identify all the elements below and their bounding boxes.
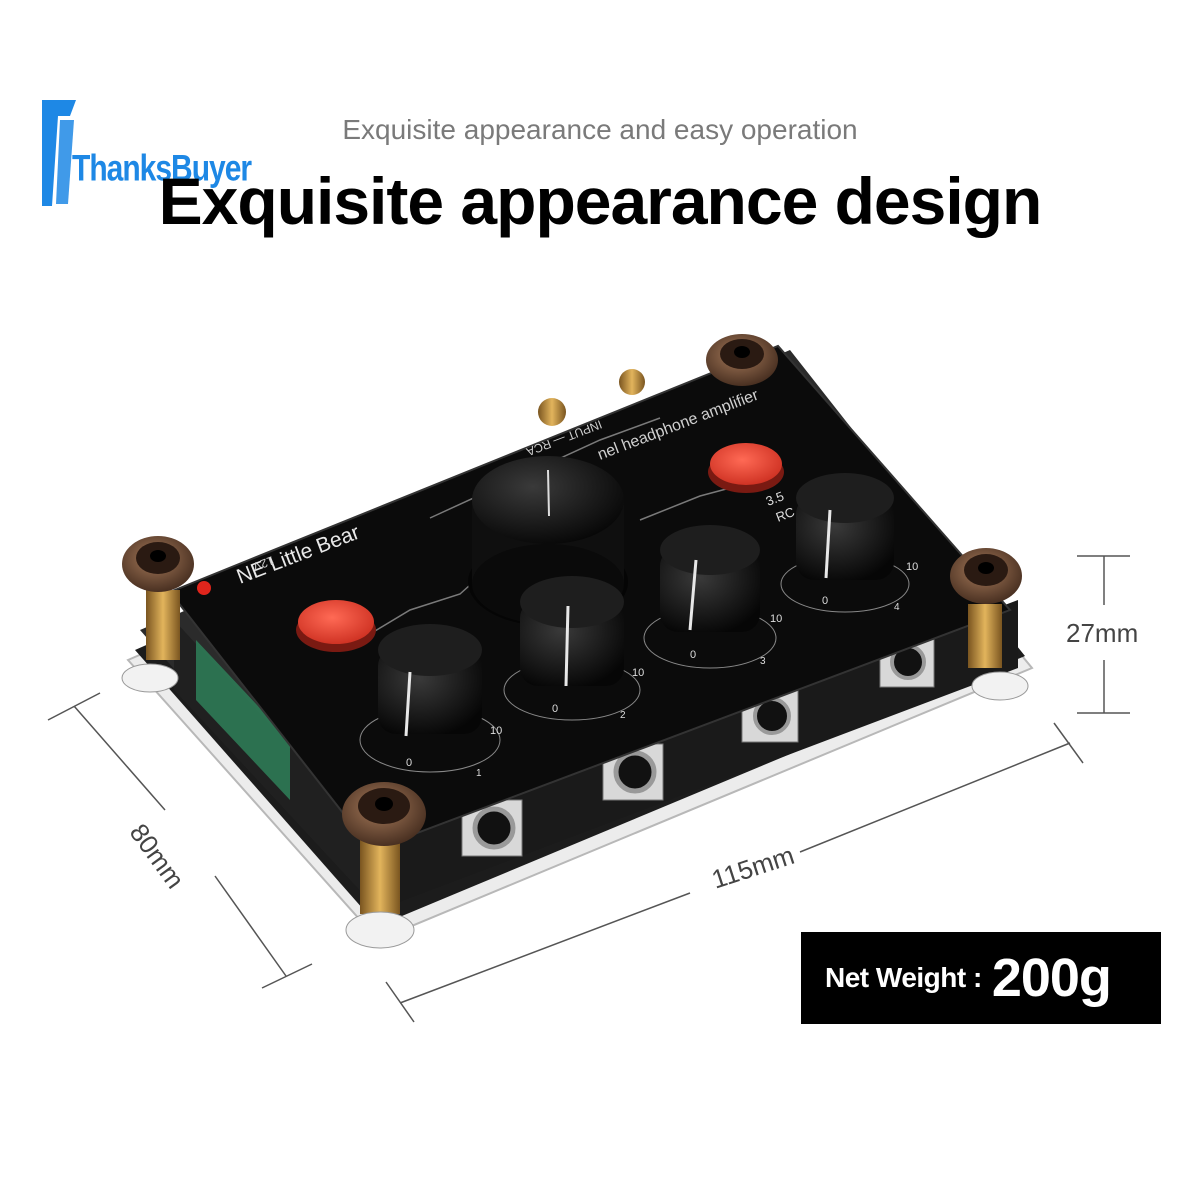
switch-label-rca: RC (774, 504, 797, 525)
channel-label-2: 2 (620, 710, 626, 721)
knob4-scale-max: 10 (906, 561, 918, 573)
corner-bolts (122, 334, 1022, 846)
thanksbuyer-logo (42, 100, 76, 206)
net-weight-label: Net Weight : (825, 962, 982, 993)
knob4-scale-min: 0 (822, 595, 828, 607)
channel-label-1: 1 (476, 768, 482, 779)
channel-label-3: 3 (760, 656, 766, 667)
knob3-scale-max: 10 (770, 613, 782, 625)
channel-knob-4-icon (780, 473, 910, 613)
channel-knob-2-icon (503, 576, 641, 721)
channel-knob-1-icon (359, 624, 501, 773)
net-weight-badge: Net Weight : 200g (801, 932, 1161, 1024)
knob2-scale-min: 0 (552, 703, 558, 715)
switch-label-35: 3.5 (764, 488, 786, 508)
logo-wordmark: ThanksBuyer (72, 147, 252, 189)
dimension-lines (47, 555, 1130, 1023)
channel-label-4: 4 (894, 602, 900, 613)
net-weight-value: 200g (991, 948, 1112, 1008)
knob3-scale-min: 0 (690, 649, 696, 661)
front-jacks (461, 636, 935, 857)
red-button-right-icon (708, 443, 784, 493)
page-title: Exquisite appearance design (158, 164, 1043, 238)
knob2-scale-max: 10 (632, 667, 644, 679)
dimension-height-label: 27mm (1066, 618, 1139, 648)
power-led-icon (197, 581, 211, 595)
channel-knob-3-icon (643, 525, 777, 669)
subtitle: Exquisite appearance and easy operation (342, 114, 858, 145)
red-button-left-icon (296, 600, 376, 652)
knob1-scale-min: 0 (406, 757, 412, 769)
knob1-scale-max: 10 (490, 725, 502, 737)
